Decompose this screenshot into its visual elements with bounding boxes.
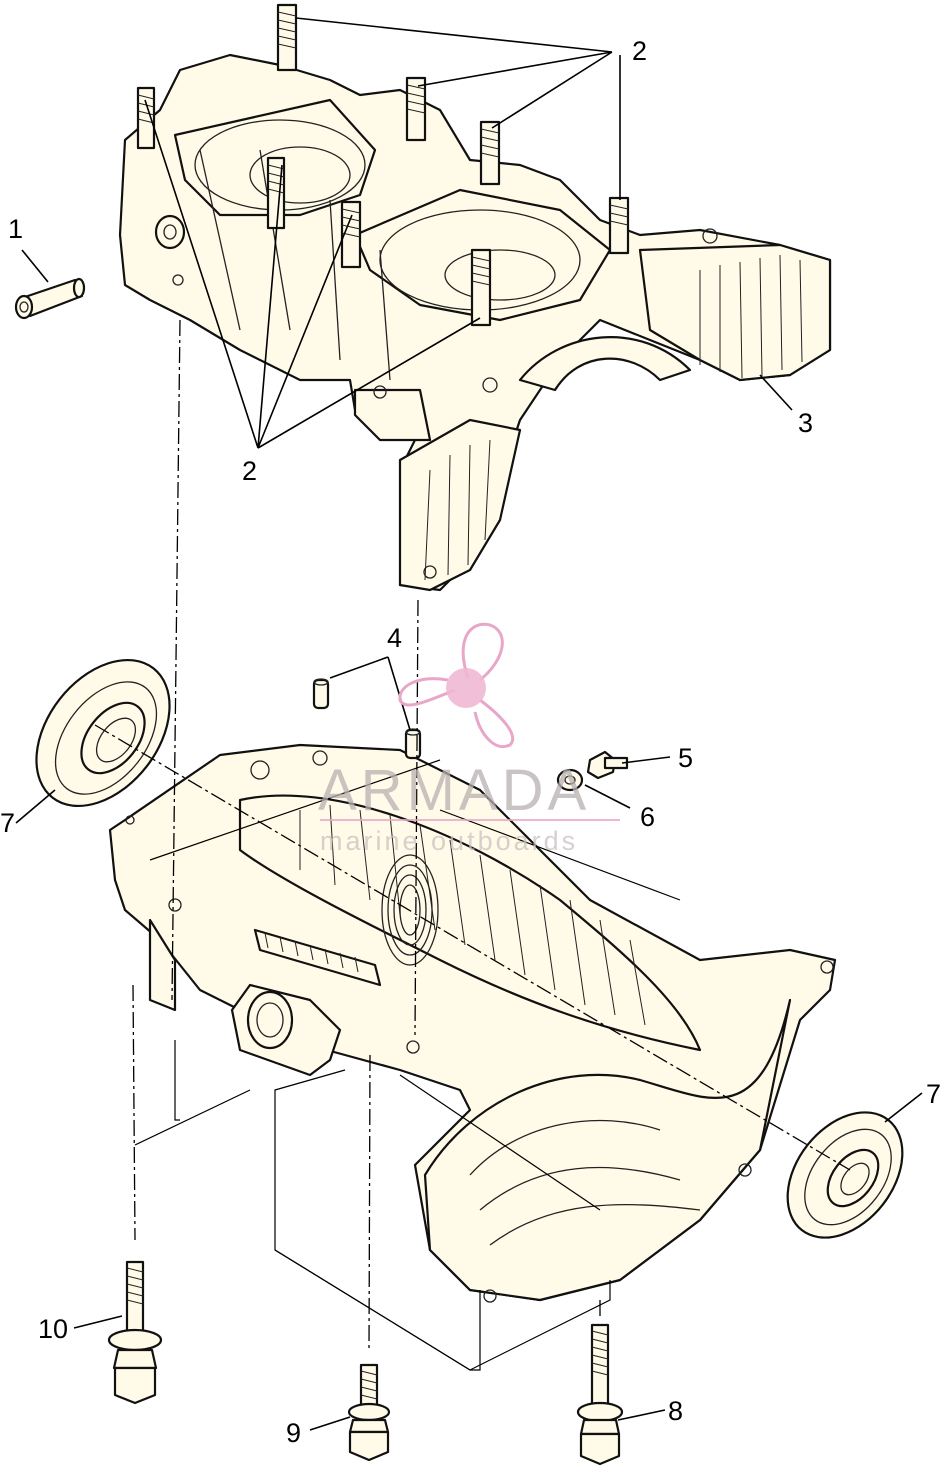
stud bbox=[479, 120, 501, 186]
alignment-lines bbox=[94, 319, 851, 1351]
callout-1: 1 bbox=[8, 214, 23, 244]
watermark-brand: ARMADA bbox=[318, 758, 590, 823]
oil-seal-left bbox=[35, 658, 171, 808]
callout-labels: 1 2 2 3 4 5 6 7 7 8 9 10 bbox=[0, 36, 941, 1448]
callout-6: 6 bbox=[640, 802, 655, 832]
callout-7-left: 7 bbox=[0, 808, 15, 838]
callout-2-top: 2 bbox=[632, 36, 647, 66]
hidden-outline-box bbox=[134, 759, 681, 1371]
dowel-pin bbox=[404, 728, 422, 760]
lower-crankcase bbox=[108, 743, 837, 1303]
bolt-short-9 bbox=[347, 1363, 391, 1462]
propeller-icon bbox=[398, 622, 515, 749]
callout-5: 5 bbox=[678, 743, 693, 773]
cylinder-studs bbox=[136, 3, 630, 327]
watermark-tagline: marine outboards bbox=[320, 826, 578, 856]
callout-4: 4 bbox=[387, 623, 402, 653]
leader-lines bbox=[15, 17, 923, 1431]
callout-10: 10 bbox=[38, 1314, 68, 1344]
callout-3: 3 bbox=[798, 408, 813, 438]
bolt-long-8 bbox=[576, 1323, 624, 1466]
dowel-pin bbox=[312, 678, 330, 710]
drain-plug bbox=[586, 750, 629, 780]
callout-2-bottom: 2 bbox=[242, 456, 257, 486]
bolt-long-10 bbox=[107, 1260, 163, 1405]
stud bbox=[136, 86, 156, 150]
dowel-sleeve bbox=[14, 277, 86, 320]
sealing-washer bbox=[556, 768, 584, 792]
callout-7-right: 7 bbox=[926, 1079, 941, 1109]
watermark: ARMADA marine outboards bbox=[318, 622, 620, 856]
stud bbox=[276, 3, 298, 72]
stud bbox=[608, 196, 630, 255]
oil-seal-right bbox=[786, 1111, 904, 1239]
callout-8: 8 bbox=[668, 1396, 683, 1426]
stud bbox=[405, 76, 427, 142]
callout-9: 9 bbox=[286, 1418, 301, 1448]
stud bbox=[470, 248, 492, 327]
